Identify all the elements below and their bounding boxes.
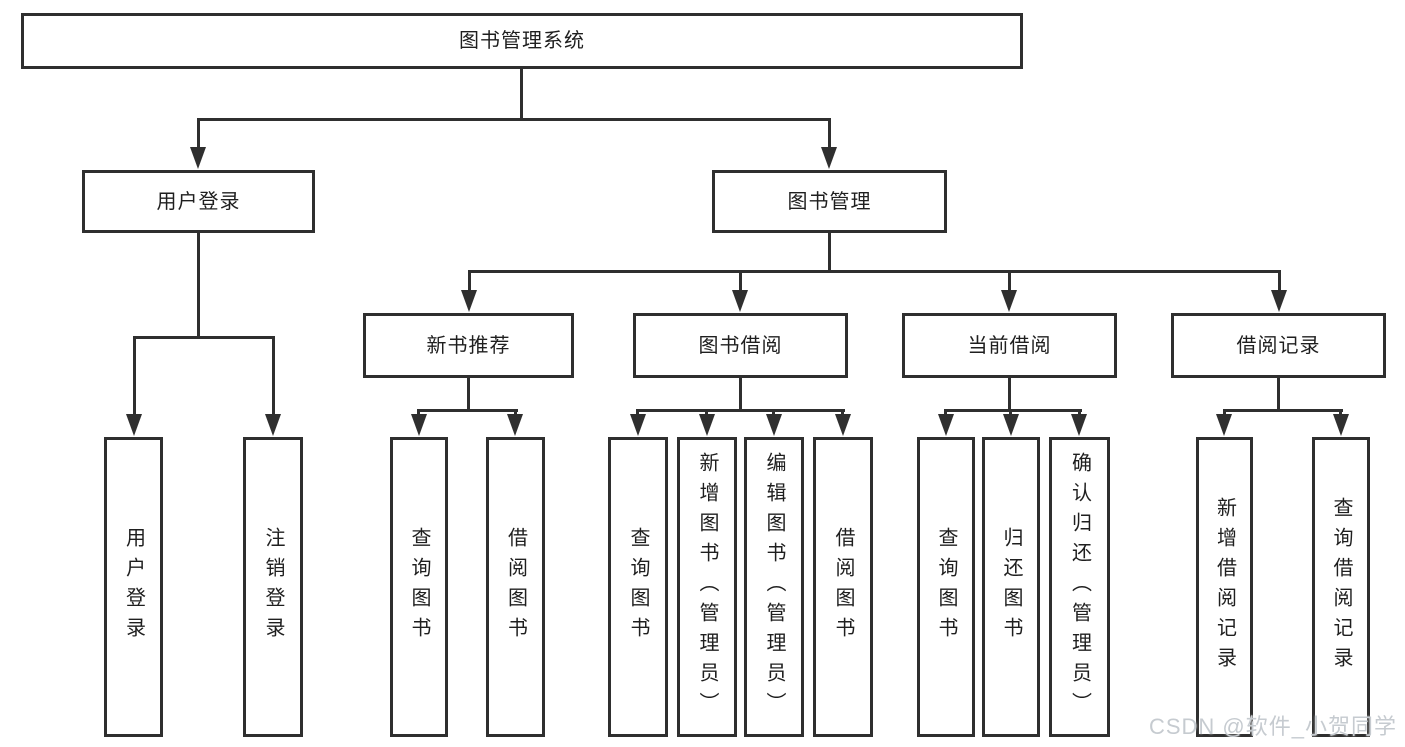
node-label: 新增借阅记录	[1213, 497, 1236, 677]
node-label: 查询图书	[935, 527, 957, 647]
arrowhead	[126, 414, 142, 436]
leaf-confirm-return-admin: 确认归还（管理员）	[1049, 437, 1110, 737]
connector-segment	[1278, 270, 1281, 292]
leaf-borrow-books-recommend: 借阅图书	[486, 437, 545, 737]
node-label: 查询借阅记录	[1330, 497, 1352, 677]
node-label: 图书管理	[787, 190, 872, 213]
arrowhead	[1001, 290, 1017, 312]
node-user-login: 用户登录	[82, 170, 315, 233]
leaf-borrow-books-borrowing: 借阅图书	[813, 437, 873, 737]
node-label: 新书推荐	[426, 334, 511, 357]
arrowhead	[630, 414, 646, 436]
connector-segment	[272, 336, 275, 416]
connector-segment	[197, 118, 831, 121]
node-label: 确认归还（管理员）	[1068, 452, 1091, 722]
connector-segment	[468, 270, 471, 292]
node-book-management: 图书管理	[712, 170, 947, 233]
node-label: 注销登录	[262, 527, 284, 647]
connector-segment	[944, 409, 1082, 412]
connector-segment	[468, 270, 1281, 273]
leaf-return-books: 归还图书	[982, 437, 1040, 737]
arrowhead	[1003, 414, 1019, 436]
connector-segment	[417, 409, 518, 412]
node-label: 用户登录	[156, 190, 241, 213]
connector-segment	[841, 409, 844, 417]
connector-segment	[636, 409, 845, 412]
connector-segment	[944, 409, 947, 417]
node-book-borrowing: 图书借阅	[633, 313, 848, 378]
node-label: 借阅图书	[832, 527, 854, 647]
node-current-borrowing: 当前借阅	[902, 313, 1117, 378]
connector-segment	[1339, 409, 1342, 417]
connector-segment	[1223, 409, 1343, 412]
connector-segment	[739, 270, 742, 292]
connector-segment	[1009, 409, 1012, 417]
connector-segment	[636, 409, 639, 417]
leaf-user-login: 用户登录	[104, 437, 163, 737]
connector-segment	[197, 118, 200, 149]
connector-segment	[1277, 378, 1280, 411]
connector-segment	[1223, 409, 1226, 417]
node-borrowing-records: 借阅记录	[1171, 313, 1386, 378]
connector-segment	[520, 69, 523, 119]
connector-segment	[739, 378, 742, 411]
arrowhead	[835, 414, 851, 436]
node-label: 借阅图书	[504, 527, 527, 647]
connector-segment	[467, 378, 470, 411]
arrowhead	[699, 414, 715, 436]
node-label: 归还图书	[1000, 527, 1022, 647]
leaf-add-borrow-record: 新增借阅记录	[1196, 437, 1253, 737]
arrowhead	[411, 414, 427, 436]
connector-segment	[828, 118, 831, 149]
arrowhead	[190, 147, 206, 169]
arrowhead	[732, 290, 748, 312]
arrowhead	[1271, 290, 1287, 312]
node-label: 当前借阅	[967, 334, 1052, 357]
arrowhead	[938, 414, 954, 436]
arrowhead	[1333, 414, 1349, 436]
connector-segment	[417, 409, 420, 417]
node-label: 编辑图书（管理员）	[763, 452, 785, 722]
leaf-query-books-borrowing: 查询图书	[608, 437, 668, 737]
node-label: 用户登录	[122, 527, 145, 647]
connector-segment	[133, 336, 136, 416]
node-label: 查询图书	[627, 527, 649, 647]
csdn-watermark: CSDN @软件_小贺同学	[1148, 714, 1397, 739]
leaf-query-books-current: 查询图书	[917, 437, 975, 737]
node-new-book-recommend: 新书推荐	[363, 313, 574, 378]
node-library-system: 图书管理系统	[21, 13, 1023, 69]
node-label: 图书管理系统	[459, 30, 585, 52]
connector-segment	[197, 233, 200, 337]
connector-segment	[1078, 409, 1081, 417]
connector-segment	[514, 409, 517, 417]
node-label: 新增图书（管理员）	[696, 452, 718, 722]
node-label: 图书借阅	[698, 334, 783, 357]
connector-segment	[1008, 378, 1011, 411]
arrowhead	[461, 290, 477, 312]
connector-segment	[1008, 270, 1011, 292]
arrowhead	[1216, 414, 1232, 436]
arrowhead	[1071, 414, 1087, 436]
connector-segment	[133, 336, 275, 339]
leaf-add-books-admin: 新增图书（管理员）	[677, 437, 737, 737]
connector-segment	[828, 233, 831, 272]
arrowhead	[507, 414, 523, 436]
connector-segment	[705, 409, 708, 417]
node-label: 借阅记录	[1236, 334, 1321, 357]
leaf-query-books-recommend: 查询图书	[390, 437, 448, 737]
arrowhead	[265, 414, 281, 436]
arrowhead	[821, 147, 837, 169]
connector-segment	[772, 409, 775, 417]
node-label: 查询图书	[408, 527, 430, 647]
leaf-logout: 注销登录	[243, 437, 303, 737]
leaf-edit-books-admin: 编辑图书（管理员）	[744, 437, 804, 737]
leaf-query-borrow-record: 查询借阅记录	[1312, 437, 1370, 737]
arrowhead	[766, 414, 782, 436]
